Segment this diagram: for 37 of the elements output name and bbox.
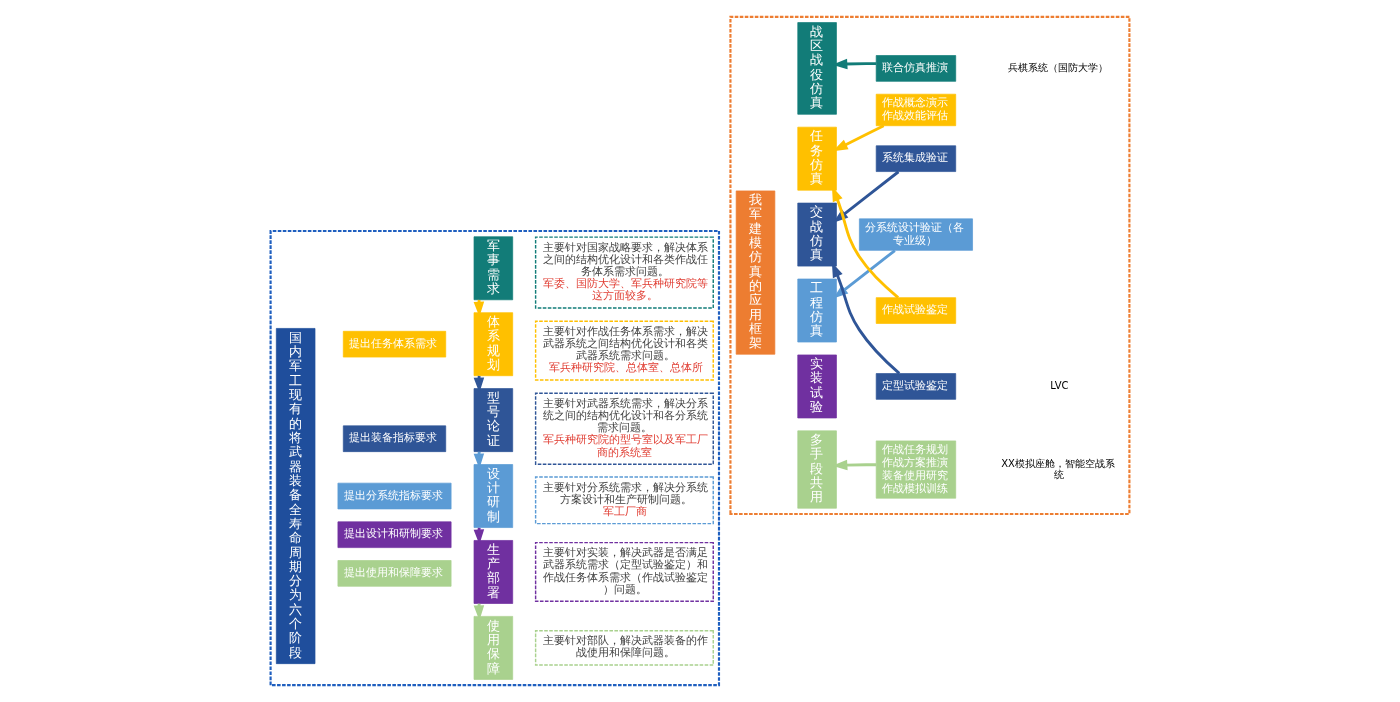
- node-box: 国内军工现有的将武器装备全寿命周期分为六个阶段: [275, 328, 316, 664]
- node-box: 任务仿真: [797, 126, 837, 191]
- node-box: 设计研制: [473, 464, 514, 528]
- node-box: 交战仿真: [797, 202, 837, 267]
- node-box: 多手段共用: [797, 430, 837, 509]
- label: 兵棋系统（国防大学）: [1008, 62, 1109, 74]
- node-box: 型号论证: [473, 388, 514, 452]
- node-box: 作战概念演示 作战效能评估: [875, 93, 957, 127]
- node-box: 使用保障: [473, 616, 514, 680]
- node-box: 提出使用和保障要求: [337, 560, 452, 587]
- node-box: 战区战役仿真: [797, 22, 837, 115]
- cluster: [269, 229, 721, 687]
- node-box: 主要针对部队，解决武器装备的作战使用和保障问题。: [534, 630, 714, 666]
- node-box: 分系统设计验证（各专业级）: [859, 218, 973, 251]
- node-box: 主要针对分系统需求，解决分系统方案设计和生产研制问题。 军工厂商: [534, 476, 714, 525]
- node-box: 实装试验: [797, 354, 837, 419]
- node-box: 主要针对武器系统需求，解决分系统之间的结构优化设计和各分系统需求问题。 军兵种研究院的型号室以及军工厂商的系统室: [534, 392, 714, 465]
- node-box: 我军建模仿真的应用框架: [735, 190, 776, 355]
- node-box: 主要针对实装，解决武器是否满足武器系统需求（定型试验鉴定）和作战任务体系需求（作战试验鉴定）问题。: [534, 541, 714, 603]
- node-box: 主要针对作战任务体系需求，解决武器系统之间结构优化设计和各类武器系统需求问题。 军兵种研究院、总体室、总体所: [534, 320, 714, 381]
- node-box: 提出设计和研制要求: [337, 521, 452, 548]
- node-box: 工程仿真: [797, 278, 837, 343]
- node-box: 定型试验鉴定: [875, 373, 957, 400]
- label: XX模拟座舱，智能空战系统: [1001, 457, 1115, 480]
- node-box: 作战任务规划 作战方案推演 装备使用研究 作战模拟训练: [875, 440, 957, 499]
- node-box: 主要针对国家战略要求，解决体系之间的结构优化设计和各类作战任务体系需求问题。 军委、国防大学、军兵种研究院等这方面较多。: [534, 236, 714, 309]
- node-box: 军事需求: [473, 236, 514, 301]
- node-box: 联合仿真推演: [875, 55, 957, 82]
- node-box: 体系规划: [473, 312, 514, 377]
- node-box: 提出装备指标要求: [342, 425, 447, 452]
- node-box: 生产部署: [473, 540, 514, 604]
- node-box: 提出任务体系需求: [342, 330, 447, 358]
- label: LVC: [1050, 380, 1069, 392]
- node-box: 提出分系统指标要求: [337, 482, 452, 510]
- node-box: 系统集成验证: [875, 145, 957, 172]
- cluster: [729, 15, 1131, 516]
- node-box: 作战试验鉴定: [875, 297, 957, 324]
